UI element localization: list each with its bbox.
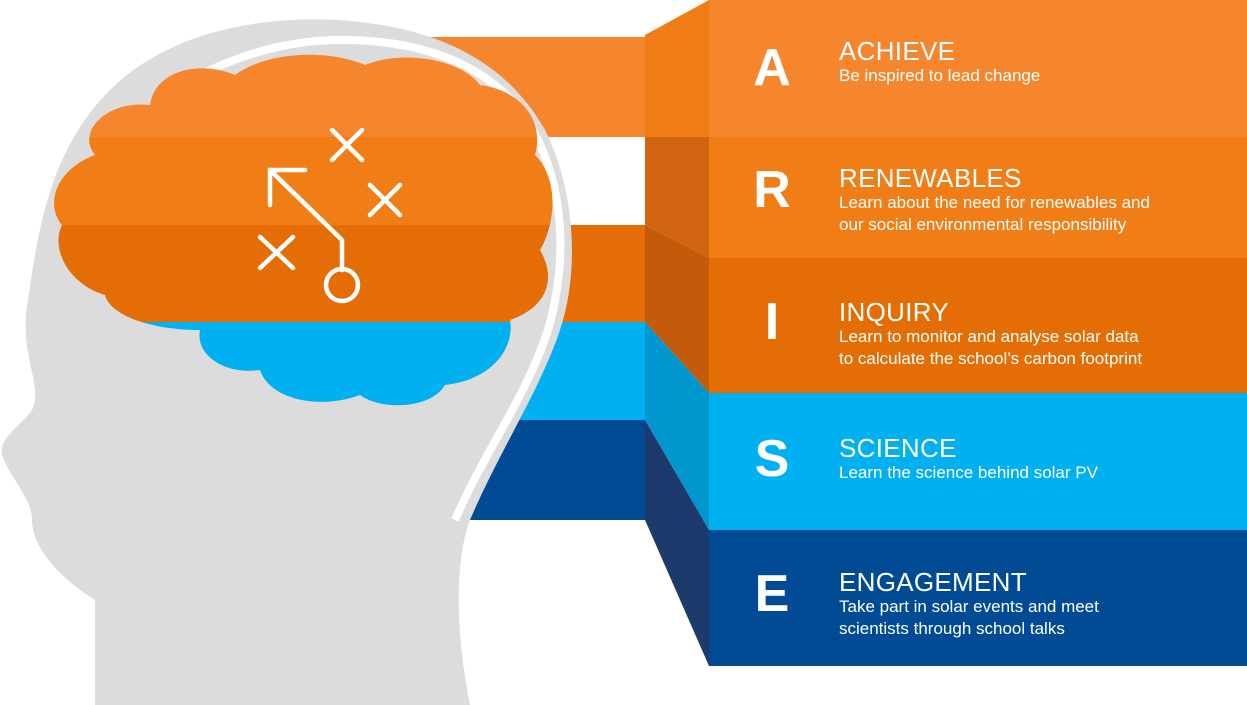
panel-inquiry: I INQUIRY Learn to monitor and analyse s… [709, 258, 1247, 393]
renewables-title: RENEWABLES [839, 163, 1022, 193]
letter-s: S [754, 430, 790, 488]
engagement-description: Take part in solar events and meet scien… [839, 597, 1099, 638]
letter-r: R [753, 161, 791, 219]
science-description: Learn the science behind solar PV [839, 463, 1098, 482]
connector-renewables [645, 137, 709, 258]
connector-inquiry [645, 225, 709, 393]
engagement-title: ENGAGEMENT [839, 567, 1027, 597]
play-strategy-icon [257, 127, 403, 304]
connector-engagement [645, 420, 709, 666]
letter-e: E [754, 565, 790, 623]
science-title: SCIENCE [839, 433, 957, 463]
panel-renewables: R RENEWABLES Learn about the need for re… [709, 137, 1247, 258]
connector-achieve [645, 0, 709, 137]
letter-i: I [764, 293, 780, 351]
panel-achieve: A ACHIEVE Be inspired to lead change [709, 0, 1247, 137]
achieve-description: Be inspired to lead change [839, 66, 1041, 85]
achieve-title: ACHIEVE [839, 36, 956, 66]
inquiry-title: INQUIRY [839, 297, 949, 327]
connector-science [645, 322, 709, 530]
panel-engagement: E ENGAGEMENT Take part in solar events a… [709, 530, 1247, 666]
panel-science: S SCIENCE Learn the science behind solar… [709, 393, 1247, 530]
renewables-description: Learn about the need for renewables and … [839, 193, 1150, 234]
letter-a: A [753, 39, 791, 97]
inquiry-description: Learn to monitor and analyse solar data … [839, 327, 1143, 368]
